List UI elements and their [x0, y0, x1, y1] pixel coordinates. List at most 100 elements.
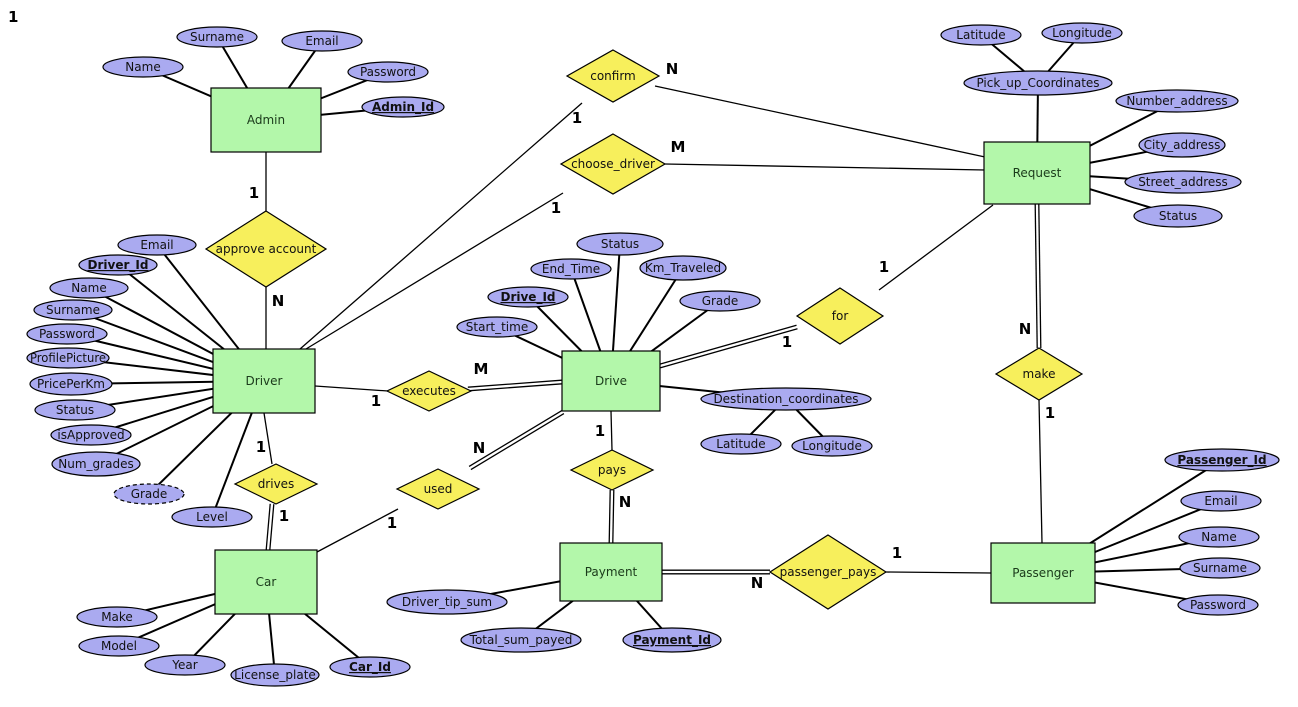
- entity-request[interactable]: Request: [983, 141, 1091, 205]
- attribute-ps-email[interactable]: Email: [1180, 490, 1262, 512]
- attribute-ellipse: [386, 589, 508, 615]
- cardinality-car-used: 1: [387, 514, 397, 532]
- relationship-line-driver-drives: [263, 412, 273, 465]
- attribute-r-pick[interactable]: Pick_up_Coordinates: [963, 70, 1113, 96]
- attribute-c-id[interactable]: Car_Id: [329, 656, 411, 678]
- attribute-d-id[interactable]: Driver_Id: [78, 254, 158, 276]
- attribute-d-numgrades[interactable]: Num_grades: [51, 451, 141, 477]
- relationship-drives[interactable]: drives: [233, 463, 319, 505]
- entity-payment[interactable]: Payment: [559, 542, 663, 602]
- attribute-d-pic[interactable]: ProfilePicture: [26, 347, 110, 369]
- attribute-d-price[interactable]: PricePerKm: [29, 372, 113, 396]
- attribute-dr-grade[interactable]: Grade: [679, 290, 761, 312]
- attribute-ellipse: [940, 24, 1022, 46]
- attribute-ellipse: [1180, 490, 1262, 512]
- relationship-label: approve account: [216, 242, 317, 256]
- attribute-d-name[interactable]: Name: [49, 277, 129, 299]
- entity-box: [561, 350, 661, 412]
- attribute-dr-status[interactable]: Status: [576, 232, 664, 256]
- total-participation-line: [612, 490, 615, 544]
- attribute-a-password[interactable]: Password: [347, 61, 429, 83]
- attribute-p-tip[interactable]: Driver_tip_sum: [386, 589, 508, 615]
- relationship-label: drives: [258, 477, 295, 491]
- relationship-for[interactable]: for: [795, 287, 885, 345]
- relationship-line-request-for: [878, 204, 994, 291]
- attribute-label: License_plate: [234, 668, 316, 682]
- attribute-r-lat[interactable]: Latitude: [940, 24, 1022, 46]
- attribute-a-email[interactable]: Email: [281, 30, 363, 52]
- cardinality-request-for: 1: [879, 258, 889, 276]
- relationship-executes[interactable]: executes: [385, 370, 473, 412]
- attribute-label: Password: [39, 327, 95, 341]
- attribute-d-grade[interactable]: Grade: [113, 483, 185, 505]
- attribute-label: Password: [1190, 598, 1246, 612]
- entity-label: Payment: [585, 565, 638, 579]
- total-participation-line: [470, 412, 565, 471]
- attribute-r-status[interactable]: Status: [1133, 204, 1223, 228]
- attribute-dr-id[interactable]: Drive_Id: [487, 286, 569, 308]
- attribute-ps-name[interactable]: Name: [1178, 526, 1260, 548]
- attribute-ellipse: [1115, 89, 1239, 113]
- attribute-dr-km[interactable]: Km_Traveled: [639, 255, 727, 281]
- attribute-d-level[interactable]: Level: [171, 506, 253, 528]
- attribute-label: Num_grades: [58, 457, 133, 471]
- attribute-a-name[interactable]: Name: [102, 56, 184, 78]
- attribute-ellipse: [1133, 204, 1223, 228]
- attribute-label: Grade: [702, 294, 739, 308]
- attribute-r-street[interactable]: Street_address: [1124, 170, 1242, 194]
- relationship-line-driver-executes: [314, 385, 389, 392]
- attribute-c-make[interactable]: Make: [76, 606, 158, 628]
- attribute-ellipse: [1138, 132, 1226, 158]
- attribute-r-num[interactable]: Number_address: [1115, 89, 1239, 113]
- attribute-ps-surname[interactable]: Surname: [1179, 557, 1261, 579]
- attribute-d-email[interactable]: Email: [117, 234, 197, 256]
- attribute-label: Total_sum_payed: [469, 633, 573, 647]
- relationship-pays[interactable]: pays: [569, 449, 655, 491]
- relationship-line-passenger-ppays: [885, 571, 992, 574]
- attribute-dr-lon[interactable]: Longitude: [791, 435, 873, 457]
- attribute-d-password[interactable]: Password: [26, 323, 108, 345]
- attribute-ps-password[interactable]: Password: [1177, 594, 1259, 616]
- relationship-make[interactable]: make: [994, 347, 1084, 401]
- attribute-dr-dest[interactable]: Destination_coordinates: [700, 387, 872, 411]
- entity-admin[interactable]: Admin: [210, 87, 322, 153]
- attribute-d-approved[interactable]: isApproved: [50, 424, 132, 446]
- entity-driver[interactable]: Driver: [212, 348, 316, 414]
- relationship-approve-account[interactable]: approve account: [204, 210, 328, 288]
- relationship-confirm[interactable]: confirm: [565, 49, 661, 103]
- attribute-c-model[interactable]: Model: [78, 635, 160, 657]
- attribute-p-id[interactable]: Payment_Id: [622, 627, 722, 653]
- attribute-ps-id[interactable]: Passenger_Id: [1164, 448, 1280, 472]
- attribute-c-plate[interactable]: License_plate: [230, 663, 320, 687]
- entity-label: Drive: [595, 374, 627, 388]
- attribute-label: Driver_tip_sum: [402, 595, 492, 609]
- entity-drive[interactable]: Drive: [561, 350, 661, 412]
- total-participation-line: [660, 328, 798, 369]
- attribute-d-status[interactable]: Status: [34, 399, 116, 421]
- entity-car[interactable]: Car: [214, 549, 318, 615]
- attribute-dr-end[interactable]: End_Time: [530, 258, 612, 280]
- attribute-p-total[interactable]: Total_sum_payed: [460, 627, 582, 653]
- entity-label: Car: [256, 575, 277, 589]
- attribute-dr-start[interactable]: Start_time: [456, 316, 538, 338]
- attribute-ellipse: [34, 399, 116, 421]
- attribute-r-lon[interactable]: Longitude: [1041, 22, 1123, 44]
- attribute-ellipse: [26, 347, 110, 369]
- attribute-r-city[interactable]: City_address: [1138, 132, 1226, 158]
- attribute-dr-lat[interactable]: Latitude: [700, 433, 782, 455]
- entity-passenger[interactable]: Passenger: [990, 542, 1096, 604]
- attribute-a-id[interactable]: Admin_Id: [361, 96, 445, 118]
- attribute-ellipse: [176, 26, 258, 48]
- attribute-label: Number_address: [1126, 94, 1227, 108]
- attribute-a-surname[interactable]: Surname: [176, 26, 258, 48]
- attribute-label: Level: [196, 510, 228, 524]
- relationship-line-car-used: [316, 508, 399, 553]
- attribute-ellipse: [460, 627, 582, 653]
- entity-label: Request: [1013, 166, 1062, 180]
- relationship-used[interactable]: used: [395, 468, 481, 510]
- attribute-d-surname[interactable]: Surname: [33, 299, 113, 321]
- relationship-choose-driver[interactable]: choose_driver: [559, 133, 667, 195]
- attribute-c-year[interactable]: Year: [144, 654, 226, 676]
- attribute-ellipse: [1177, 594, 1259, 616]
- relationship-passenger-pays[interactable]: passenger_pays: [768, 534, 888, 610]
